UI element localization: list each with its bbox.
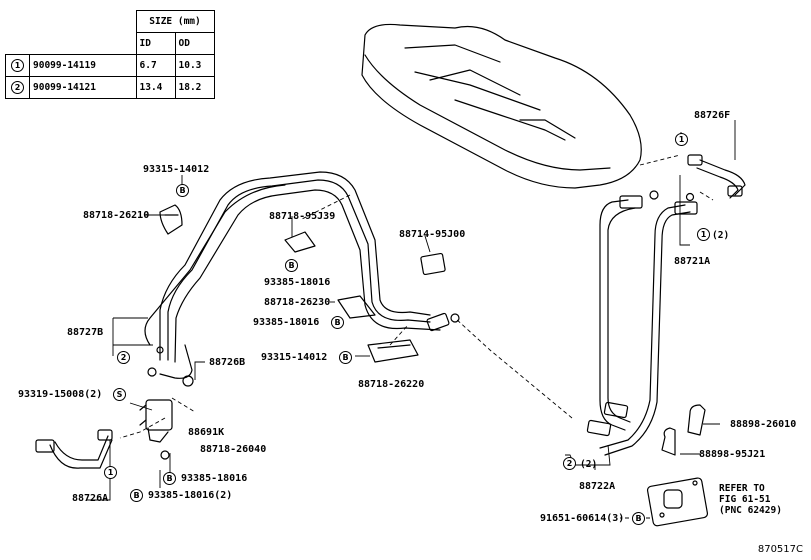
label-88718-26230: 88718-26230 <box>264 297 331 308</box>
mark-two: 2 <box>563 457 576 470</box>
label-88726F: 88726F <box>694 110 731 121</box>
label-88691K: 88691K <box>188 427 225 438</box>
size-table-header: SIZE (mm) <box>135 10 215 33</box>
od-value: 10.3 <box>174 54 215 77</box>
plate-91651 <box>646 477 709 527</box>
mark-b: B <box>331 316 344 329</box>
mark-two: 2 <box>11 81 24 94</box>
label-88718-26210: 88718-26210 <box>83 210 150 221</box>
mark-two: 2 <box>117 351 130 364</box>
grommet-88898-95J21 <box>661 427 676 456</box>
mark-one: 1 <box>697 228 710 241</box>
part-number: 90099-14121 <box>29 76 137 99</box>
od-value: 18.2 <box>174 76 215 99</box>
label-91651-60614: 91651-60614(3) <box>540 513 625 524</box>
mark-one: 1 <box>104 466 117 479</box>
id-value: 13.4 <box>135 76 176 99</box>
refer-pnc-note: (PNC 62429) <box>719 505 782 516</box>
label-88898-95J21: 88898-95J21 <box>699 449 766 460</box>
pipe-88726F <box>687 154 746 199</box>
quantity-note: (2) <box>712 230 730 241</box>
label-93315-14012-top: 93315-14012 <box>143 164 210 175</box>
label-88718-26040: 88718-26040 <box>200 444 267 455</box>
diagram-id: 870517C <box>757 544 803 555</box>
bracket-88718-26220 <box>367 339 419 363</box>
label-88898-26010: 88898-26010 <box>730 419 797 430</box>
mark-s: S <box>113 388 126 401</box>
label-93315-14012-mid: 93315-14012 <box>261 352 328 363</box>
label-88718-26220: 88718-26220 <box>358 379 425 390</box>
tube-88727B-88726B <box>144 171 441 387</box>
part-number: 90099-14119 <box>29 54 137 77</box>
refer-fig-note: FIG 61-51 <box>719 494 771 505</box>
mark-b: B <box>285 259 298 272</box>
label-88721A: 88721A <box>674 256 711 267</box>
quantity-note: (2) <box>580 459 598 470</box>
mark-b: B <box>176 184 189 197</box>
condenser-housing <box>361 23 642 189</box>
label-93385-18016-2: 93385-18016(2) <box>148 490 233 501</box>
mark-one: 1 <box>675 133 688 146</box>
label-93385-18016-c: 93385-18016 <box>264 277 331 288</box>
mark-b: B <box>632 512 645 525</box>
label-88727B: 88727B <box>67 327 104 338</box>
col-od-header: OD <box>174 32 215 55</box>
mark-b: B <box>339 351 352 364</box>
table-row: 2 90099-14121 13.4 18.2 <box>5 76 215 99</box>
label-88726B: 88726B <box>209 357 246 368</box>
size-table: SIZE (mm) ID OD 1 90099-14119 6.7 10.3 2… <box>5 10 215 99</box>
pad-88714 <box>420 252 446 276</box>
label-93319-15008: 93319-15008(2) <box>18 389 103 400</box>
refer-to-note: REFER TO <box>719 483 765 494</box>
col-id-header: ID <box>135 32 176 55</box>
label-88726A: 88726A <box>72 493 109 504</box>
mark-b: B <box>163 472 176 485</box>
table-row: 1 90099-14119 6.7 10.3 <box>5 54 215 77</box>
valve-88691K <box>139 399 173 460</box>
label-93385-18016-a: 93385-18016 <box>181 473 248 484</box>
label-88722A: 88722A <box>579 481 616 492</box>
label-88714-95J00: 88714-95J00 <box>399 229 466 240</box>
label-88718-95J39: 88718-95J39 <box>269 211 336 222</box>
mark-one: 1 <box>11 59 24 72</box>
id-value: 6.7 <box>135 54 176 77</box>
label-93385-18016-d: 93385-18016 <box>253 317 320 328</box>
bracket-88718-26230 <box>337 295 376 319</box>
grommet-88898-26010 <box>687 404 706 436</box>
fitting-mid <box>426 312 460 332</box>
pipe-88726A <box>35 429 113 469</box>
bracket-88718-95J39 <box>284 231 316 253</box>
tube-88722A-assembly <box>586 190 698 456</box>
bracket-88718-26210 <box>159 204 183 235</box>
mark-b: B <box>130 489 143 502</box>
